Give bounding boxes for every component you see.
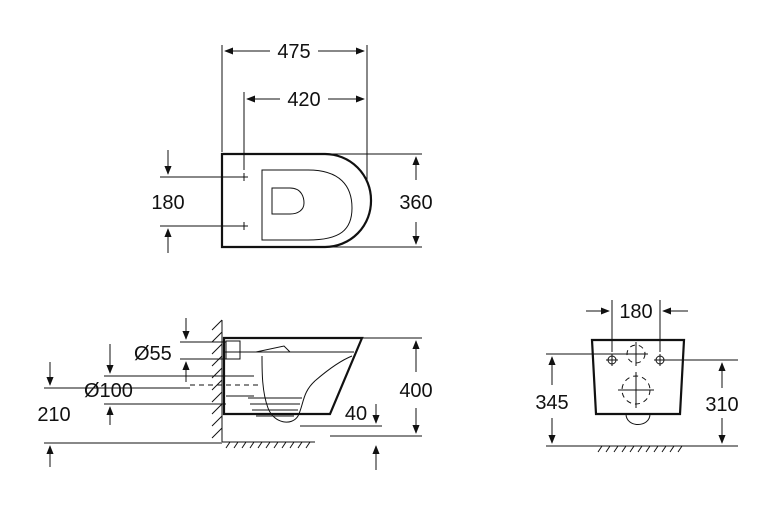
fixing-point-top-lower [240, 222, 248, 230]
dim-side-pipe-large: Ø100 [84, 380, 133, 402]
fixing-point-top-upper [240, 173, 248, 181]
dim-side-floor-to-outlet: 210 [37, 404, 70, 426]
rear-view: 180 345 310 [535, 300, 739, 453]
side-view: Ø55 Ø100 210 400 40 [37, 318, 433, 470]
dim-rear-height-left: 345 [535, 392, 568, 414]
dim-side-trap-depth: 40 [345, 403, 367, 425]
fixing-point-rear-left [606, 354, 618, 366]
dim-top-fixing-spacing: 180 [151, 192, 184, 214]
dim-top-width-overall: 475 [277, 41, 310, 63]
fixing-point-rear-right [654, 354, 666, 366]
dim-top-depth: 360 [399, 192, 432, 214]
dim-top-width-inner: 420 [287, 89, 320, 111]
floor-hatch [222, 441, 315, 449]
dim-rear-fixing-spacing: 180 [619, 301, 652, 323]
wall-hatch [211, 319, 223, 442]
seat-outline-top [261, 169, 353, 241]
dim-rear-height-right: 310 [705, 394, 738, 416]
water-trap [248, 397, 302, 417]
bowl-outline-side [222, 336, 364, 416]
top-view: 475 420 180 360 [151, 41, 433, 253]
dim-side-pipe-small: Ø55 [134, 343, 172, 365]
outlet-hole-rear [618, 372, 654, 408]
flush-inlet [225, 340, 241, 360]
bowl-outline-top [220, 152, 373, 249]
flush-rim-top [271, 187, 305, 215]
inlet-hole-rear [624, 342, 648, 366]
bowl-interior-side [261, 355, 353, 423]
bowl-outline-rear [590, 338, 686, 416]
dim-side-height: 400 [399, 380, 432, 402]
